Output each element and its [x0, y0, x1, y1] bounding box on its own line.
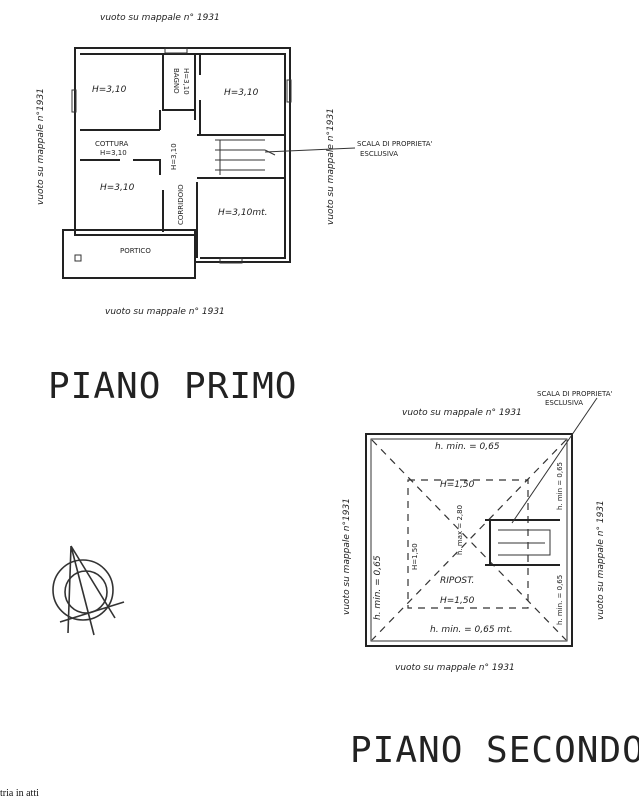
boundary-label: vuoto su mappale n° 1931	[105, 307, 225, 317]
room-height: H=3,10mt.	[218, 208, 268, 218]
interior-walls	[80, 54, 285, 258]
stair-label: SCALA DI PROPRIETA'	[357, 140, 433, 148]
room-height: H=3,10	[170, 143, 178, 170]
portico	[62, 229, 196, 279]
height-label: H=1,50	[411, 543, 419, 570]
boundary-label: vuoto su mappale n° 1931	[402, 408, 522, 418]
pillar	[74, 254, 82, 262]
boundary-label: vuoto su mappale n° 1931	[596, 500, 606, 620]
boundary-label: vuoto su mappale n°1931	[326, 108, 336, 225]
roof-ridge-lines	[371, 439, 567, 641]
footer-text: tria in atti	[0, 788, 39, 799]
room-height: H=3,10	[224, 88, 259, 98]
room-height: H=3,10	[182, 68, 190, 95]
outer-wall	[365, 433, 573, 647]
height-label: H=1,50	[440, 596, 475, 606]
compass-logo-icon	[52, 545, 125, 636]
stair-label: ESCLUSIVA	[545, 399, 583, 407]
window	[219, 257, 243, 264]
stairs	[215, 139, 276, 175]
room-height: H=3,10	[100, 183, 135, 193]
height-label: h. min. = 0,65	[435, 442, 500, 452]
stair-leader	[511, 397, 598, 524]
height-label: H=1,50	[440, 480, 475, 490]
height-label: h. max = 2,80	[456, 505, 464, 555]
inner-wall	[370, 438, 568, 642]
stair-leader	[264, 147, 356, 153]
height-label: h. min. = 0,65 mt.	[430, 625, 513, 635]
boundary-label: vuoto su mappale n° 1931	[395, 663, 515, 673]
stair-label: ESCLUSIVA	[360, 150, 398, 158]
height-label: h. min. = 0,65	[556, 575, 564, 625]
piano-primo-plan: H=3,10 BAGNO H=3,10 H=3,10 COTTURA H=3,1…	[36, 13, 433, 407]
boundary-label: vuoto su mappale n°1931	[36, 88, 46, 205]
room-height: H=3,10	[92, 85, 127, 95]
height-label: h. min = 0,65	[556, 462, 564, 510]
room-label: BAGNO	[172, 68, 180, 94]
floor-title: PIANO SECONDO	[350, 730, 639, 771]
habitable-area	[407, 479, 529, 609]
height-label: h. min. = 0,65	[373, 555, 383, 620]
room-label: PORTICO	[120, 247, 151, 255]
room-label: COTTURA	[95, 140, 129, 148]
room-label: RIPOST.	[440, 576, 474, 586]
floor-title: PIANO PRIMO	[48, 366, 297, 407]
room-label: CORRIDOIO	[177, 184, 185, 225]
window	[71, 89, 77, 113]
stairs	[498, 529, 551, 556]
stair-label: SCALA DI PROPRIETA'	[537, 390, 613, 398]
boundary-label: vuoto su mappale n°1931	[342, 498, 352, 615]
piano-secondo-plan: h. min. = 0,65 h. min. = 0,65 mt. h. min…	[342, 390, 639, 771]
window	[164, 47, 188, 54]
window	[286, 79, 292, 103]
boundary-label: vuoto su mappale n° 1931	[100, 13, 220, 23]
room-height: H=3,10	[100, 149, 127, 157]
stair-walls	[485, 519, 560, 566]
